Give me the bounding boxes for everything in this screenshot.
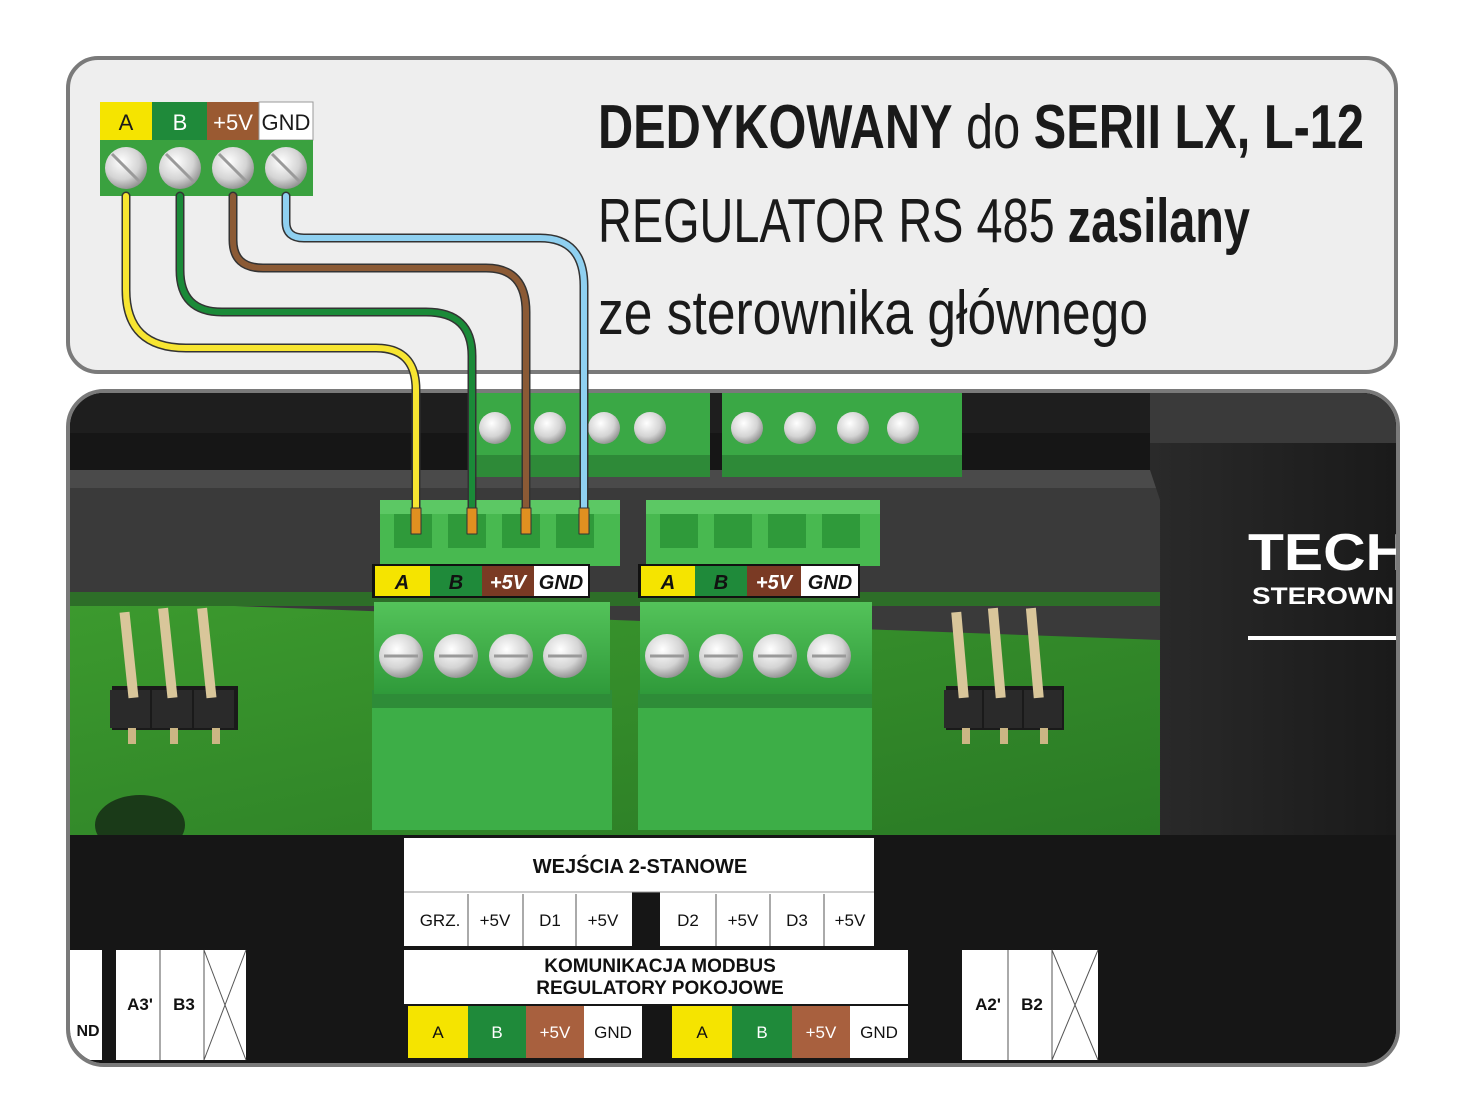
modbus-cell-b-2: B <box>756 1023 767 1042</box>
input-cell-d2: D2 <box>677 911 699 930</box>
bottom-right-b2: B2 <box>1021 995 1043 1014</box>
bottom-right-label-block: A2' B2 <box>962 949 1099 1061</box>
pcb <box>70 600 1160 835</box>
modbus-cell-5v-2: +5V <box>806 1023 837 1042</box>
modbus-cell-5v-1: +5V <box>540 1023 571 1042</box>
modbus-cell-a-2: A <box>696 1023 708 1042</box>
wires <box>121 191 590 535</box>
wire-a <box>123 193 419 523</box>
back-terminal-block-1 <box>470 393 710 477</box>
back-terminal-block-2 <box>722 393 962 477</box>
input-cell-5v-4: +5V <box>835 911 866 930</box>
brand-logo: TECH <box>1248 524 1408 582</box>
bottom-right-a2: A2' <box>975 995 1001 1014</box>
bottom-left-label-block: ND A3' B3 <box>70 949 247 1061</box>
modbus-cell-a-1: A <box>432 1023 444 1042</box>
mini-label-b: B <box>173 110 188 135</box>
wire-gnd <box>283 193 587 523</box>
connector-left-label-b: B <box>449 572 463 594</box>
wire-5v <box>230 193 529 523</box>
modbus-cell-gnd-1: GND <box>594 1023 632 1042</box>
modbus-label-block: KOMUNIKACJA MODBUS REGULATORY POKOJOWE A… <box>404 950 908 1058</box>
input-cell-d1: D1 <box>539 911 561 930</box>
connector-right-label-5v: +5V <box>756 572 794 594</box>
headline-line-1: DEDYKOWANY do SERII LX, L-12 <box>598 93 1364 162</box>
input-cell-grz: GRZ. <box>420 911 461 930</box>
bottom-left-b3: B3 <box>173 995 195 1014</box>
mini-label-a: A <box>119 110 134 135</box>
connector-right-label-a: A <box>660 572 675 594</box>
connector-left-label-gnd: GND <box>539 572 583 594</box>
input-cell-5v-1: +5V <box>480 911 511 930</box>
connector-right-label-b: B <box>714 572 728 594</box>
modbus-title-2: REGULATORY POKOJOWE <box>536 978 783 999</box>
header-panel <box>66 56 1398 374</box>
mini-label-gnd: GND <box>262 110 311 135</box>
modbus-title-1: KOMUNIKACJA MODBUS <box>544 956 776 977</box>
modbus-cell-gnd-2: GND <box>860 1023 898 1042</box>
inputs-label-block: WEJŚCIA 2-STANOWE GRZ. +5V D1 +5V D2 +5V… <box>404 838 874 946</box>
connector-left-label-5v: +5V <box>490 572 528 594</box>
connector-right-label-gnd: GND <box>808 572 852 594</box>
headline-line-2: REGULATOR RS 485 zasilany <box>598 187 1250 256</box>
headline-line-3: ze sterownika głównego <box>598 279 1148 348</box>
input-cell-5v-2: +5V <box>588 911 619 930</box>
board-scene: TECH STEROWNI <box>70 393 1408 1063</box>
connector-right: A B +5V GND <box>638 500 880 830</box>
brand-subtitle: STEROWNI <box>1252 583 1402 610</box>
bottom-left-cut-label: ND <box>76 1023 99 1040</box>
connector-left-label-a: A <box>394 572 409 594</box>
wire-b <box>177 193 475 523</box>
inputs-title: WEJŚCIA 2-STANOWE <box>533 854 747 878</box>
mini-terminal: A B +5V GND <box>100 101 314 196</box>
modbus-cell-b-1: B <box>491 1023 502 1042</box>
input-cell-5v-3: +5V <box>728 911 759 930</box>
pin-header-left <box>110 607 238 744</box>
connector-left: A B +5V GND <box>372 500 620 830</box>
pin-header-right <box>944 607 1064 744</box>
input-cell-d3: D3 <box>786 911 808 930</box>
mini-label-5v: +5V <box>213 110 253 135</box>
bottom-left-a3: A3' <box>127 995 153 1014</box>
